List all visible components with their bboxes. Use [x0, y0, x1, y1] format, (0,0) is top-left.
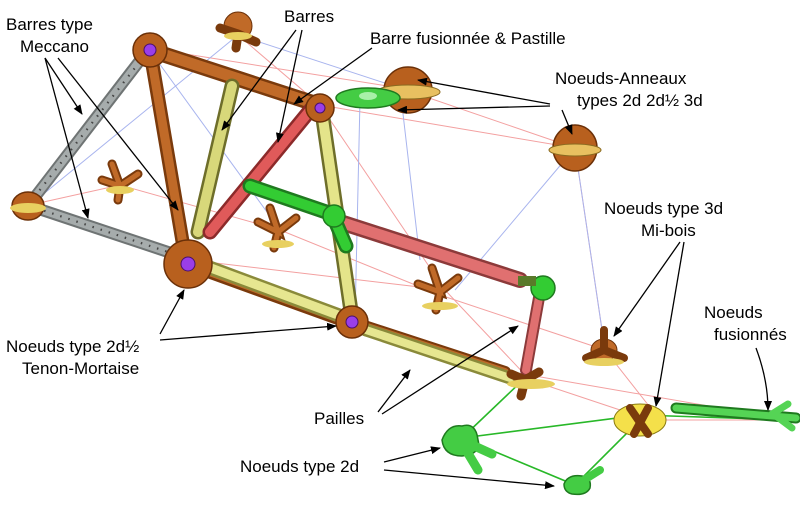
arrow-type3d-1: [613, 241, 681, 337]
tenon-node-left: [10, 191, 46, 221]
green-node-fused: [670, 400, 800, 432]
label-tenon-line1: Noeuds type 2d½: [6, 337, 139, 356]
arrow-tenon-2: [159, 322, 337, 341]
labels: Barres type Meccano Barres Barre fusionn…: [6, 7, 787, 476]
meccano-bar-left: [22, 44, 154, 212]
label-anneaux-line2: types 2d 2d½ 3d: [577, 91, 703, 110]
label-pailles: Pailles: [314, 409, 364, 428]
tenon-node-top: [132, 32, 168, 68]
half-lap-node-3: [253, 203, 301, 253]
arrow-meccano-3: [57, 57, 179, 211]
label-anneaux-line1: Noeuds-Anneaux: [555, 69, 687, 88]
half-lap-node-4: [413, 263, 463, 315]
label-fusionnes-line1: Noeuds: [704, 303, 763, 322]
label-meccano-line2: Meccano: [20, 37, 89, 56]
green-fused-bar: [242, 178, 556, 301]
label-tenon-line2: Tenon-Mortaise: [22, 359, 139, 378]
tenon-node-big: [163, 239, 213, 289]
label-type3d-line2: Mi-bois: [641, 221, 696, 240]
tenon-nodes: [10, 32, 369, 339]
arrow-type3d-2: [653, 241, 685, 407]
arrow-anneaux-3: [561, 109, 573, 135]
label-type3d-line1: Noeuds type 3d: [604, 199, 723, 218]
half-lap-node-6: [506, 367, 555, 401]
arrow-barres-2: [275, 29, 303, 143]
arrow-fusionnes: [755, 347, 772, 411]
arrow-meccano-2: [44, 57, 90, 219]
half-lap-node-7: [613, 403, 667, 438]
arrow-pailles-2: [381, 325, 519, 415]
callout-arrows: [44, 29, 772, 490]
green-2d-nodes: [441, 400, 800, 496]
label-fusionnes-line2: fusionnés: [714, 325, 787, 344]
green-node-1: [441, 424, 497, 475]
red-bars: [202, 100, 546, 376]
arrow-type2d-1: [383, 446, 441, 463]
arrow-barre-fusionnee: [293, 47, 373, 105]
label-type2d: Noeuds type 2d: [240, 457, 359, 476]
arrow-type2d-2: [383, 469, 555, 490]
tenon-node-middle: [305, 93, 335, 123]
arrow-tenon-1: [159, 289, 185, 335]
half-lap-node-2: [215, 11, 261, 53]
arrow-anneaux-1: [417, 77, 551, 105]
label-meccano-line1: Barres type: [6, 15, 93, 34]
half-lap-nodes: [97, 11, 667, 438]
label-barres: Barres: [284, 7, 334, 26]
ring-node-2: [548, 124, 602, 172]
label-barre-fusionnee: Barre fusionnée & Pastille: [370, 29, 566, 48]
arrow-barres-1: [221, 29, 297, 131]
ring-node-green: [335, 87, 401, 109]
arrow-meccano-1: [44, 57, 83, 115]
arrow-anneaux-2: [397, 105, 551, 114]
meccano-bar-bottom: [24, 200, 192, 264]
arrow-pailles-1: [377, 369, 411, 413]
half-lap-node-5: [582, 326, 628, 366]
tenon-node-lower: [335, 305, 369, 339]
half-lap-node-1: [97, 159, 143, 205]
green-node-2: [563, 466, 604, 496]
